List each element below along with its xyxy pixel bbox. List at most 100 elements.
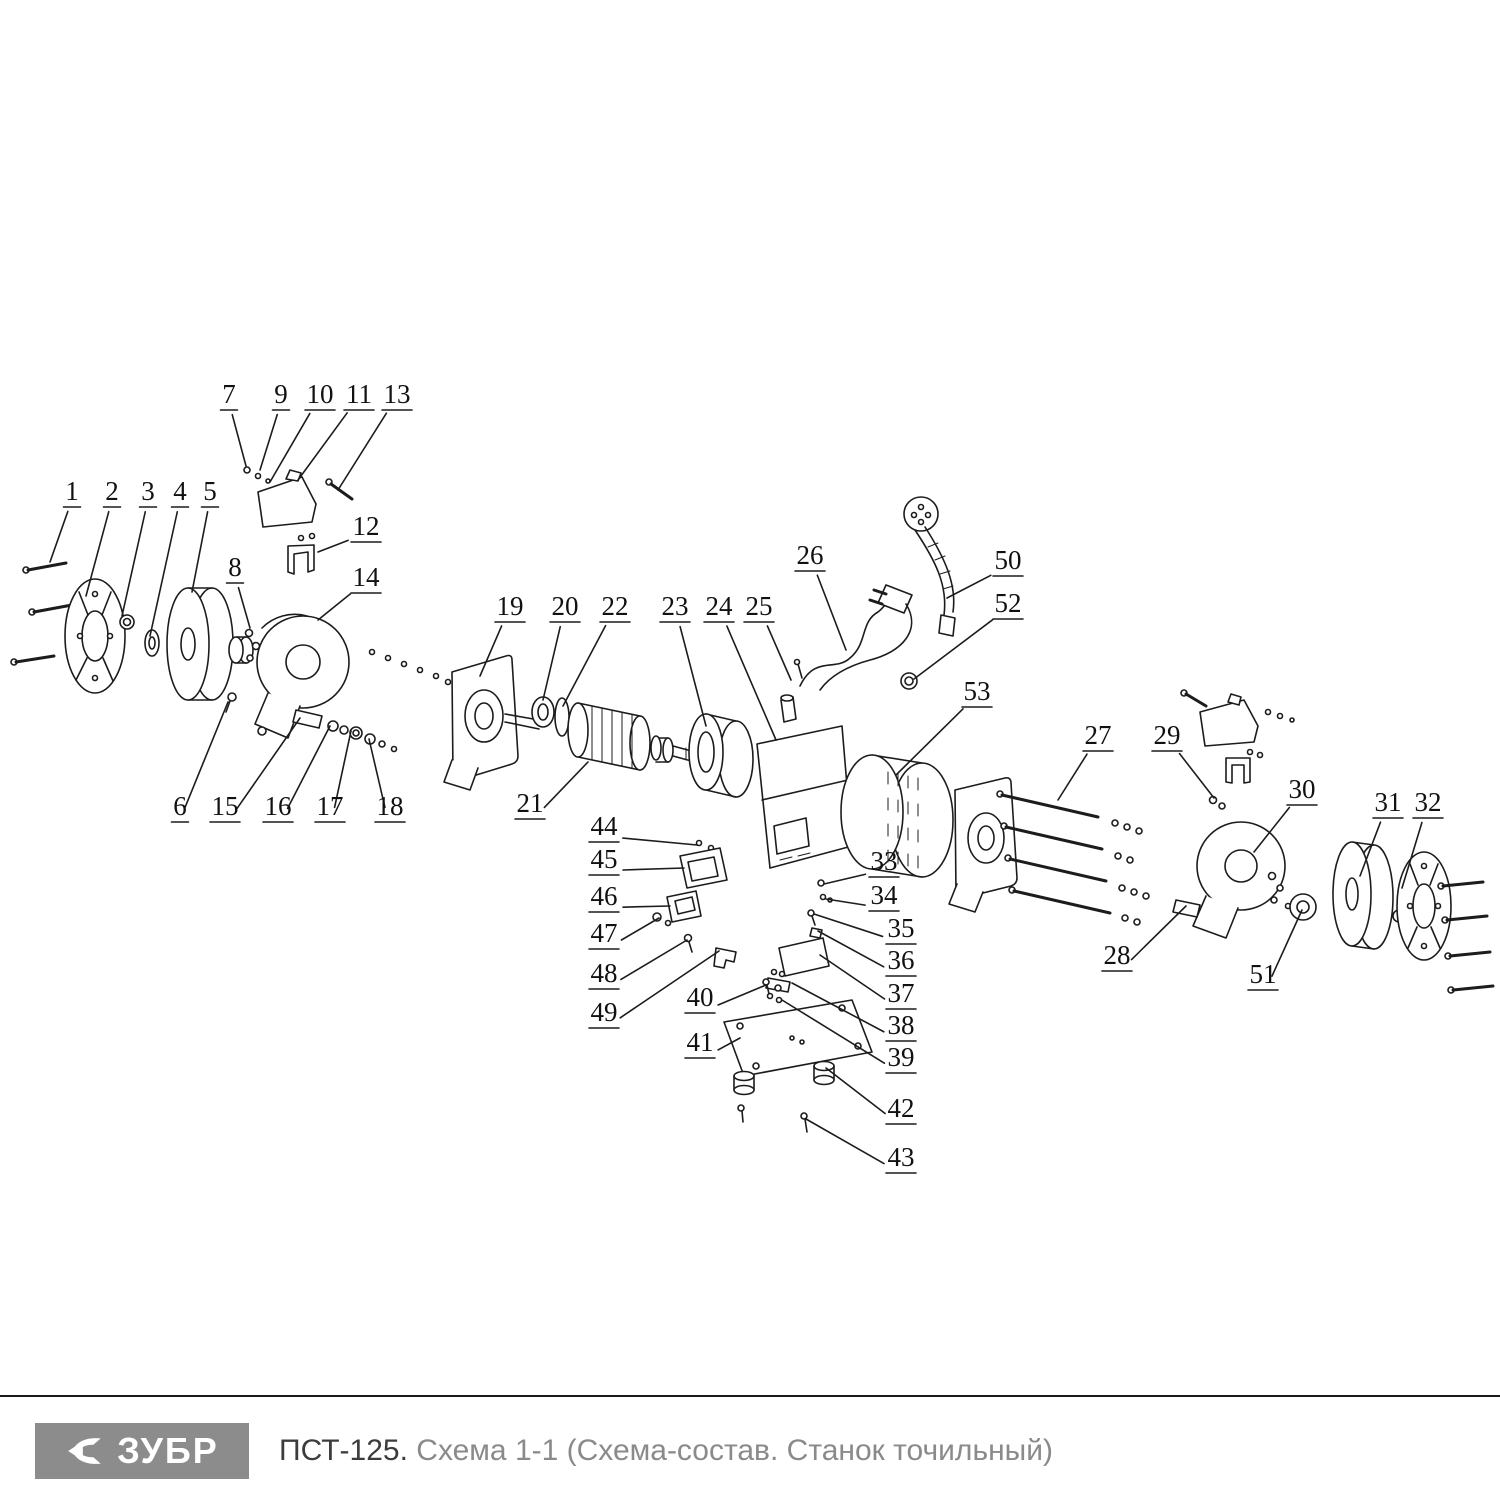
part-number-10: 10 (307, 379, 334, 409)
right-bearing-cover (948, 777, 1018, 913)
leader-line-47 (620, 917, 660, 941)
stator-housing (840, 754, 954, 878)
left-flange-cover (64, 578, 126, 694)
leader-line-2 (85, 510, 110, 597)
leader-line-26 (816, 574, 847, 651)
left-bearing-cover (443, 654, 519, 791)
leader-line-28 (1130, 905, 1187, 961)
part-number-14: 14 (353, 562, 381, 592)
part-number-23: 23 (662, 591, 689, 621)
part-number-11: 11 (346, 379, 372, 409)
leader-line-33 (823, 873, 867, 885)
part-number-20: 20 (552, 591, 579, 621)
part-number-16: 16 (265, 791, 292, 821)
part-number-25: 25 (746, 591, 773, 621)
leader-line-48 (620, 939, 688, 981)
lamp-nut (900, 672, 918, 690)
part-number-15: 15 (212, 791, 239, 821)
model-number: ПСТ-125. (279, 1434, 408, 1467)
part-number-32: 32 (1415, 787, 1442, 817)
part-number-27: 27 (1085, 720, 1112, 750)
spindle-hardware (292, 709, 398, 753)
part-number-29: 29 (1154, 720, 1181, 750)
part-number-5: 5 (203, 476, 217, 506)
part-number-28: 28 (1104, 940, 1131, 970)
leader-line-9 (259, 413, 279, 471)
leader-line-53 (895, 707, 964, 776)
right-wheel-guard (1172, 821, 1300, 939)
leader-line-24 (726, 625, 777, 741)
leader-line-50 (946, 574, 992, 599)
part-number-47: 47 (591, 918, 618, 948)
brand-name: ЗУБР (117, 1430, 219, 1471)
leader-line-32 (1401, 821, 1423, 889)
switch-assembly (652, 839, 737, 969)
zubr-logo: ЗУБР (35, 1423, 249, 1479)
part-number-18: 18 (377, 791, 404, 821)
tie-bolt-washers (1111, 819, 1150, 926)
leader-line-11 (297, 412, 349, 481)
leader-line-45 (622, 867, 685, 871)
part-number-49: 49 (591, 997, 618, 1027)
part-number-9: 9 (274, 379, 288, 409)
part-number-48: 48 (591, 958, 618, 988)
part-number-24: 24 (706, 591, 734, 621)
diagram-title: ПСТ-125. Схема 1-1 (Схема-состав. Станок… (279, 1434, 1053, 1468)
leader-line-36 (817, 930, 885, 968)
part-number-39: 39 (888, 1042, 915, 1072)
part-number-44: 44 (591, 811, 619, 841)
bearing-holder (688, 713, 754, 798)
leader-line-49 (619, 950, 720, 1019)
part-number-53: 53 (964, 676, 991, 706)
part-number-35: 35 (888, 913, 915, 943)
part-number-12: 12 (353, 511, 380, 541)
leader-line-42 (825, 1067, 886, 1115)
part-number-33: 33 (871, 846, 898, 876)
leader-line-40 (717, 984, 767, 1006)
part-number-34: 34 (871, 880, 899, 910)
base-assembly (723, 978, 873, 1133)
leader-line-37 (819, 954, 886, 1000)
leader-line-1 (49, 510, 69, 563)
leader-line-44 (622, 837, 698, 846)
leader-line-19 (479, 625, 503, 677)
leader-line-12 (317, 539, 349, 553)
part-number-26: 26 (797, 540, 824, 570)
leader-line-21 (543, 761, 589, 809)
part-number-8: 8 (228, 552, 242, 582)
part-number-21: 21 (517, 788, 544, 818)
leader-line-10 (269, 412, 311, 483)
part-number-3: 3 (141, 476, 155, 506)
right-shaft-bearing (1289, 893, 1317, 921)
leader-line-34 (825, 898, 866, 906)
leader-line-18 (368, 738, 386, 809)
leader-line-5 (191, 511, 209, 593)
part-number-6: 6 (173, 791, 187, 821)
zubr-arrow-icon (68, 1438, 101, 1464)
scheme-subtitle: Схема 1-1 (Схема-состав. Станок точильны… (416, 1434, 1053, 1467)
part-number-31: 31 (1375, 787, 1402, 817)
leader-line-43 (805, 1118, 885, 1165)
leader-line-7 (231, 413, 247, 467)
right-mount-bolts (1437, 880, 1495, 994)
leader-line-22 (562, 624, 607, 707)
left-grinding-wheel (166, 587, 234, 701)
right-eye-shield (1180, 689, 1295, 810)
part-number-13: 13 (384, 379, 411, 409)
part-number-45: 45 (591, 844, 618, 874)
right-flange-cover (1392, 851, 1452, 961)
leader-line-35 (813, 913, 884, 938)
leader-line-15 (235, 717, 301, 810)
motor-shaft-rotor (504, 696, 696, 771)
leader-line-38 (791, 982, 885, 1033)
guard-screws (225, 628, 261, 713)
leader-line-51 (1271, 909, 1303, 977)
leader-line-6 (184, 701, 229, 809)
left-eye-shield (243, 466, 354, 528)
motor-housing (756, 658, 853, 869)
part-number-52: 52 (995, 588, 1022, 618)
left-wheel-guard (254, 613, 350, 739)
part-number-37: 37 (888, 978, 915, 1008)
